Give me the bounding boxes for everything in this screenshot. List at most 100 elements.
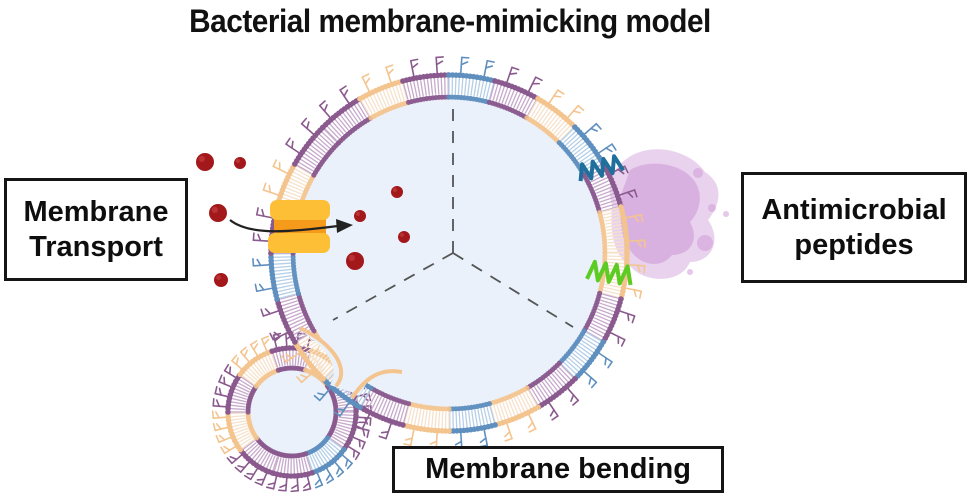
glycan-branch (577, 104, 585, 112)
glycan-branch (325, 473, 331, 481)
glycan-icon (409, 58, 419, 80)
lipid-domain-orange (524, 89, 585, 145)
lipid-tail (234, 391, 248, 398)
lipid-tail (298, 458, 302, 473)
lipid-tail (467, 79, 471, 96)
lipid-tail (272, 353, 279, 368)
glycan-stem (596, 143, 613, 155)
glycan-branch (226, 457, 233, 465)
lipid-tail (420, 409, 425, 426)
lipid-tail (263, 453, 271, 467)
lipid-tail (551, 373, 564, 387)
peptide-helices (578, 154, 633, 286)
glycan-stem (339, 89, 351, 106)
lipid-tail (239, 379, 253, 388)
lipid-tail (560, 364, 574, 378)
lipid-tail (373, 396, 382, 412)
lipid-tail (273, 456, 280, 471)
glycan-icon (582, 369, 598, 389)
glycan-branch (620, 338, 626, 347)
particle-highlight (211, 206, 219, 214)
glycan-branch (527, 421, 534, 429)
lipid-tail (419, 80, 424, 97)
glycan-branch (262, 182, 267, 191)
lipid-tail (363, 99, 373, 115)
glycan-icon (249, 340, 260, 359)
lipid-tail (231, 420, 246, 425)
lipid-tail (333, 433, 346, 442)
lipid-tail (301, 337, 316, 348)
lipid-tail (602, 207, 619, 213)
lipid-tail (329, 439, 342, 449)
glycan-branch (314, 484, 324, 489)
lipid-tail (274, 265, 291, 269)
lipid-tail (266, 454, 274, 468)
glycan-stem (285, 143, 302, 155)
glycan-stem (625, 263, 646, 267)
glycan-branch (626, 312, 630, 322)
lipid-tail (570, 355, 584, 367)
glycan-stem (482, 426, 489, 447)
glycan-icon (616, 309, 636, 324)
glycan-stem (212, 405, 229, 408)
lipid-tail (231, 401, 246, 405)
glycan-stem (547, 400, 559, 417)
lipid-domain-orange (211, 410, 260, 455)
glycan-stem (607, 330, 626, 341)
lipid-tail (440, 78, 443, 95)
lipid-tail (591, 322, 607, 332)
glycan-branch (607, 361, 613, 369)
glycan-stem (255, 213, 276, 220)
lipid-tail (565, 359, 579, 372)
glycan-stem (622, 286, 643, 293)
glycan-branch (220, 446, 226, 455)
lipid-tail (252, 447, 263, 460)
glycan-stem (505, 420, 513, 440)
lipid-tail (485, 82, 491, 99)
lipid-tail (286, 187, 302, 195)
lipid-tail (601, 296, 618, 303)
lipid-tail (464, 411, 468, 428)
lipid-tail (242, 439, 255, 449)
glycan-icon (378, 420, 393, 440)
transport-channel-icon (229, 200, 353, 253)
peptide-droplet (723, 211, 729, 217)
lipid-tail (357, 388, 368, 404)
glycan-branch (486, 59, 495, 63)
glycan-icon (243, 465, 260, 481)
lipid-tail (272, 456, 279, 471)
glycan-branch (228, 366, 232, 375)
glycan-branch (273, 331, 281, 338)
glycan-icon (220, 444, 239, 455)
glycan-icon (254, 470, 269, 486)
lipid-tail (554, 371, 566, 385)
lipid-tail (360, 101, 371, 116)
lipid-tail (541, 381, 553, 396)
lipid-tail (457, 78, 461, 95)
lipid-tail (338, 416, 353, 420)
lipid-tail (248, 368, 260, 379)
lipid-tail (519, 394, 528, 410)
glycan-icon (324, 465, 335, 484)
lipid-tail (306, 345, 321, 357)
peptide-helix-icon (578, 154, 625, 182)
glycan-branch (590, 127, 598, 132)
lipid-tail (495, 85, 502, 102)
glycan-branch (534, 76, 543, 82)
lipid-tail (288, 181, 305, 189)
glycan-icon (350, 435, 366, 450)
lipid-tail (287, 315, 304, 323)
neck-leaflet (299, 326, 344, 388)
glycan-branch (369, 417, 372, 426)
glycan-branch (479, 437, 487, 444)
lipid-tail (233, 425, 248, 431)
glycan-stem (231, 359, 245, 372)
lipid-tail (278, 352, 284, 367)
lipid-tail (477, 409, 482, 426)
glycan-icon (565, 104, 585, 120)
glycan-stem (285, 351, 302, 363)
glycan-stem (260, 470, 269, 486)
lipid-tail (413, 408, 419, 425)
glycan-stem (565, 104, 580, 120)
lipid-tail (335, 429, 349, 436)
